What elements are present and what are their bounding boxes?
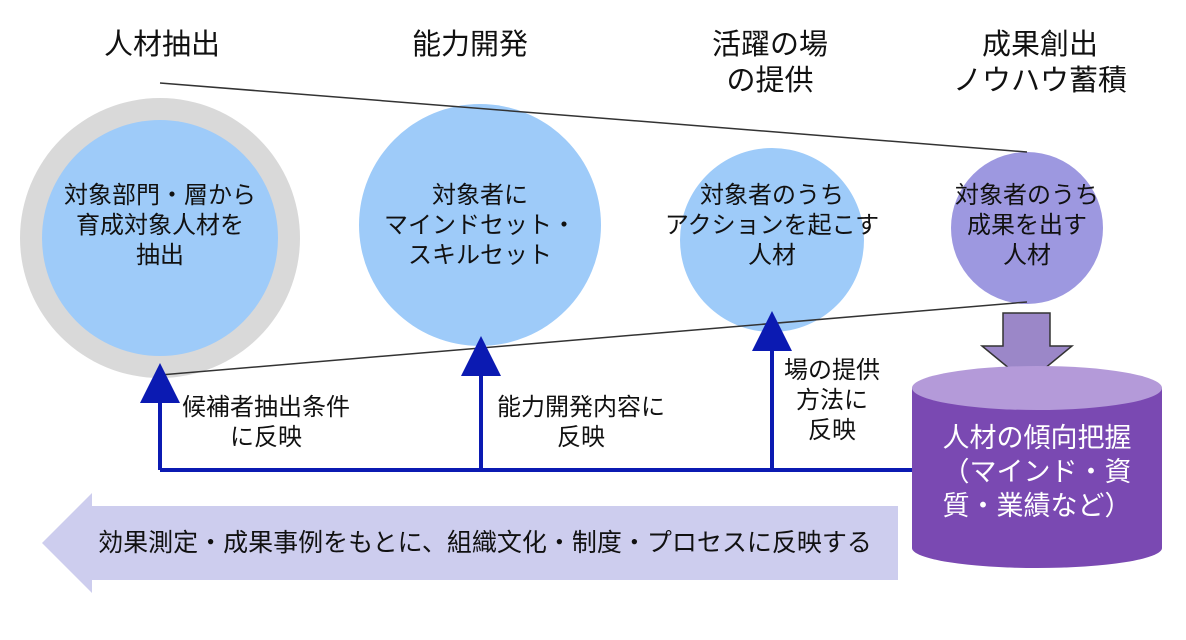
down-arrow: [979, 312, 1075, 384]
circle-results: [951, 152, 1103, 304]
funnel-top-line: [159, 82, 1028, 153]
header-development: 能力開発: [411, 27, 528, 61]
database-text: 人材の傾向把握 （マインド・資 質・業績など）: [942, 423, 1132, 522]
circle-extraction-text: 対象部門・層から 育成対象人材を 抽出: [64, 181, 256, 269]
circle-action: [680, 148, 864, 332]
funnel-bottom-line: [159, 301, 1028, 376]
feedback-label-development: 能力開発内容に 反映: [497, 393, 665, 451]
cylinder-top: [912, 366, 1162, 410]
header-opportunity: 活躍の場 の提供: [711, 27, 828, 98]
circle-extraction: [42, 120, 278, 356]
bottom-left-arrow: [42, 493, 898, 593]
circle-development: [359, 104, 601, 346]
circle-results-text: 対象者のうち 成果を出す 人材: [955, 181, 1099, 269]
circle-development-text: 対象者に マインドセット・ スキルセット: [384, 181, 576, 269]
circle-action-text: 対象者のうち アクションを起こす 人材: [664, 181, 880, 269]
feedback-label-extraction: 候補者抽出条件 に反映: [182, 393, 350, 451]
header-extraction: 人材抽出: [103, 27, 220, 61]
feedback-label-opportunity: 場の提供 方法に 反映: [784, 356, 880, 444]
bottom-arrow-text: 効果測定・成果事例をもとに、組織文化・制度・プロセスに反映する: [98, 528, 872, 557]
cylinder-body: [912, 388, 1162, 568]
header-results: 成果創出 ノウハウ蓄積: [952, 27, 1127, 98]
